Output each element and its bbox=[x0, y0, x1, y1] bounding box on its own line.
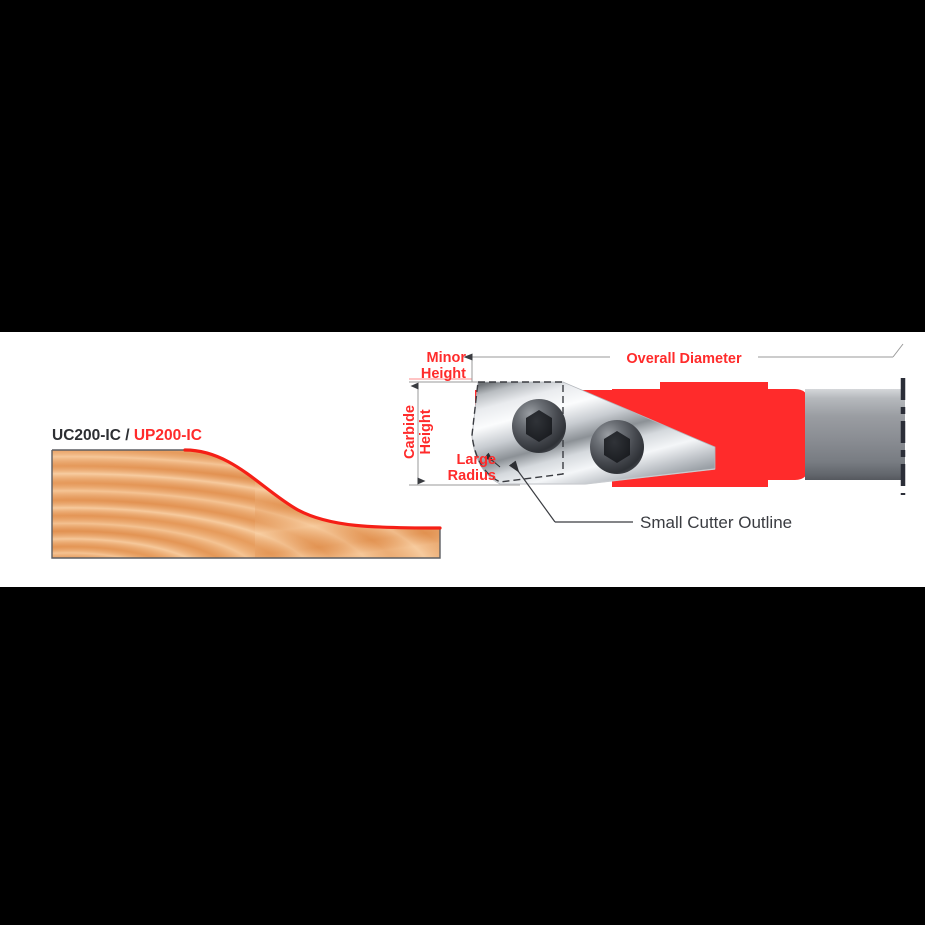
profile-title-uc: UC200-IC bbox=[52, 427, 121, 444]
minor-height-label-line2: Height bbox=[421, 366, 466, 382]
hex-screw-2[interactable] bbox=[590, 420, 644, 474]
profile-title-sep: / bbox=[121, 427, 134, 444]
hex-socket-2 bbox=[604, 431, 630, 463]
machined-profile-edge bbox=[183, 448, 442, 530]
carbide-insert-shadow bbox=[500, 468, 716, 485]
overall-diameter-break-mark bbox=[892, 343, 904, 358]
carbide-height-label-line1: Carbide bbox=[402, 405, 418, 459]
wood-fill bbox=[52, 450, 440, 558]
large-radius-label-line2: Radius bbox=[448, 468, 496, 484]
small-cutter-outline-dashed bbox=[471, 381, 564, 483]
profile-title-up: UP200-IC bbox=[134, 427, 202, 444]
profile-title: UC200-IC / UP200-IC bbox=[52, 427, 202, 444]
large-radius-label-line1: Large bbox=[457, 452, 497, 468]
cutter-shank bbox=[805, 389, 905, 480]
diagram-panel: UC200-IC / UP200-IC bbox=[0, 332, 925, 587]
wood-outer-edge bbox=[51, 450, 441, 559]
wood-grain-streaks bbox=[255, 450, 440, 558]
wood-profile-group: UC200-IC / UP200-IC bbox=[51, 427, 442, 559]
cutter-assembly-group: Minor Height Carbide Height Large Radius… bbox=[402, 343, 906, 532]
small-cutter-leader-diagonal bbox=[508, 460, 556, 523]
overall-diameter-text-backing bbox=[610, 346, 758, 368]
carbide-height-label-line2: Height bbox=[418, 409, 434, 454]
minor-height-label-line1: Minor bbox=[427, 350, 467, 366]
hex-socket-1 bbox=[526, 410, 552, 442]
overall-diameter-label: Overall Diameter bbox=[626, 351, 742, 367]
small-cutter-outline-label: Small Cutter Outline bbox=[640, 513, 792, 532]
technical-diagram: UC200-IC / UP200-IC bbox=[51, 343, 906, 559]
large-radius-leader bbox=[483, 452, 501, 468]
hex-screw-1[interactable] bbox=[512, 399, 566, 453]
